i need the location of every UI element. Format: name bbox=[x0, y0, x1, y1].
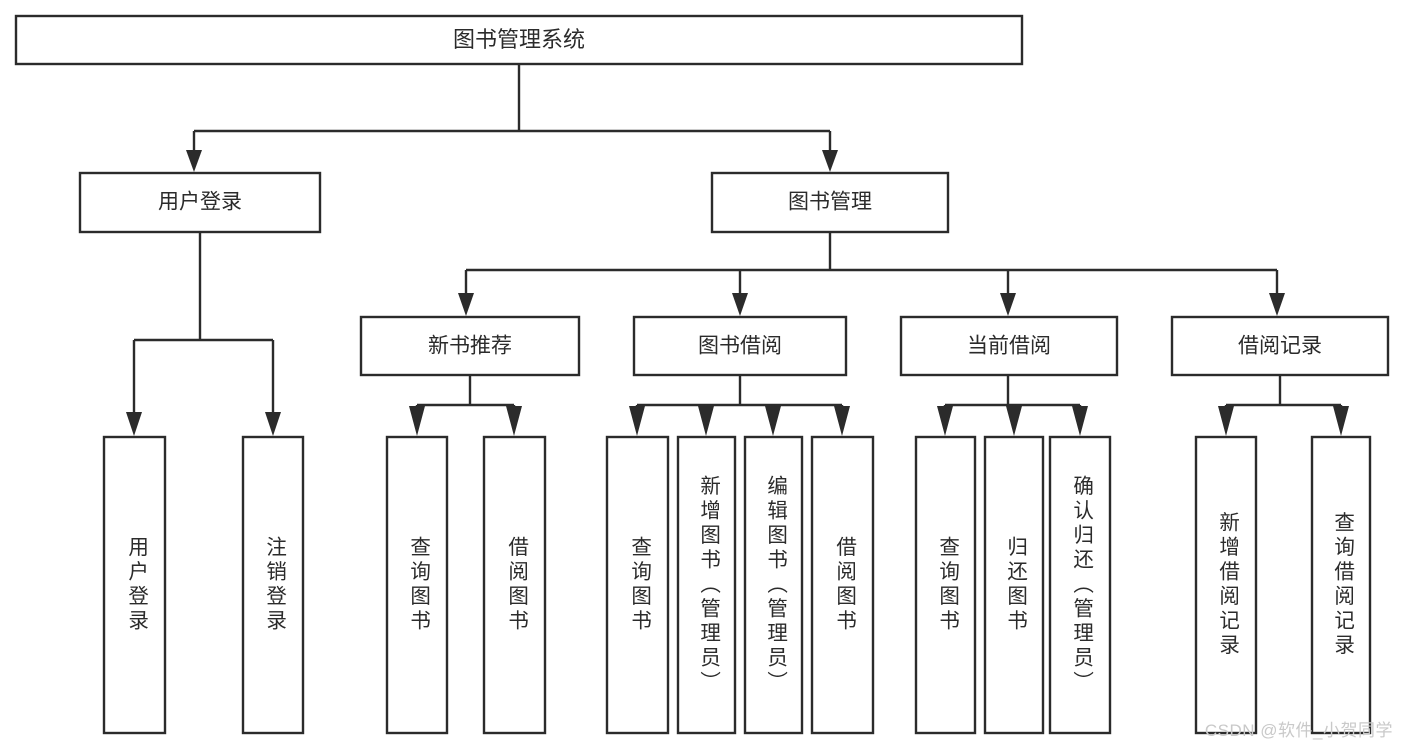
node-book-manage-label: 图书管理 bbox=[788, 191, 872, 214]
node-root-label: 图书管理系统 bbox=[453, 27, 585, 52]
arrow-head-leaf-query-book-3 bbox=[937, 406, 953, 436]
node-leaf-add-book[interactable]: 新增图书（管理员） bbox=[676, 435, 737, 735]
arrow-head-leaf-confirm-return bbox=[1072, 406, 1088, 436]
arrow-head-leaf-add-record bbox=[1218, 406, 1234, 436]
arrow-head-leaf-add-book bbox=[698, 406, 714, 436]
node-leaf-edit-book-label: 编辑图书（管理员） bbox=[764, 475, 788, 696]
node-leaf-query-book-3-label: 查询图书 bbox=[936, 536, 960, 634]
node-leaf-confirm-return-label: 确认归还（管理员） bbox=[1070, 475, 1094, 696]
node-leaf-user-login-box[interactable] bbox=[102, 435, 167, 735]
node-book-borrow-label: 图书借阅 bbox=[698, 335, 782, 358]
arrow-head-leaf-query-book-1 bbox=[409, 406, 425, 436]
connector-lines bbox=[126, 64, 1349, 436]
node-leaf-edit-book[interactable]: 编辑图书（管理员） bbox=[743, 435, 804, 735]
csdn-watermark: CSDN @软件_小贺同学 bbox=[1204, 721, 1393, 740]
node-leaf-query-book-1-box[interactable] bbox=[385, 435, 449, 735]
node-leaf-confirm-return-box[interactable] bbox=[1048, 435, 1112, 735]
node-leaf-return-book-label: 归还图书 bbox=[1004, 536, 1028, 634]
node-root-box[interactable] bbox=[14, 14, 1024, 66]
node-user-login[interactable]: 用户登录 bbox=[78, 171, 322, 234]
node-leaf-query-book-2-box[interactable] bbox=[605, 435, 670, 735]
node-user-login-box[interactable] bbox=[78, 171, 322, 234]
node-leaf-user-login-label: 用户登录 bbox=[125, 536, 149, 634]
arrow-head-leaf-borrow-book-1 bbox=[506, 406, 522, 436]
node-current-borrow-box[interactable] bbox=[899, 315, 1119, 377]
node-leaf-add-record-box[interactable] bbox=[1194, 435, 1258, 735]
node-leaf-add-record-label: 新增借阅记录 bbox=[1216, 512, 1240, 659]
node-leaf-add-book-label: 新增图书（管理员） bbox=[697, 475, 721, 696]
arrow-head-leaf-user-login bbox=[126, 412, 142, 436]
arrow-head-borrow-record bbox=[1269, 293, 1285, 316]
node-leaf-query-book-3-box[interactable] bbox=[914, 435, 977, 735]
node-leaf-return-book[interactable]: 归还图书 bbox=[983, 435, 1045, 735]
node-leaf-query-record[interactable]: 查询借阅记录 bbox=[1310, 435, 1372, 735]
arrow-head-leaf-return-book bbox=[1006, 406, 1022, 436]
node-leaf-user-logout-label: 注销登录 bbox=[263, 536, 287, 634]
node-book-manage-box[interactable] bbox=[710, 171, 950, 234]
node-new-book-recommend-box[interactable] bbox=[359, 315, 581, 377]
arrow-head-leaf-borrow-book-2 bbox=[834, 406, 850, 436]
node-leaf-query-book-2-label: 查询图书 bbox=[628, 536, 652, 634]
node-leaf-borrow-book-1-label: 借阅图书 bbox=[505, 536, 529, 634]
node-current-borrow[interactable]: 当前借阅 bbox=[899, 315, 1119, 377]
arrow-head-new-book-recommend bbox=[458, 293, 474, 316]
node-root-system[interactable]: 图书管理系统 bbox=[14, 14, 1024, 66]
arrow-head-leaf-edit-book bbox=[765, 406, 781, 436]
node-leaf-query-book-1[interactable]: 查询图书 bbox=[385, 435, 449, 735]
node-leaf-borrow-book-2[interactable]: 借阅图书 bbox=[810, 435, 875, 735]
arrow-head-user-login bbox=[186, 150, 202, 172]
node-book-borrow[interactable]: 图书借阅 bbox=[632, 315, 848, 377]
node-leaf-borrow-book-2-box[interactable] bbox=[810, 435, 875, 735]
node-leaf-user-logout[interactable]: 注销登录 bbox=[241, 435, 305, 735]
node-leaf-confirm-return[interactable]: 确认归还（管理员） bbox=[1048, 435, 1112, 735]
node-leaf-query-book-1-label: 查询图书 bbox=[407, 536, 431, 634]
node-leaf-query-record-box[interactable] bbox=[1310, 435, 1372, 735]
node-book-manage[interactable]: 图书管理 bbox=[710, 171, 950, 234]
node-borrow-record-label: 借阅记录 bbox=[1238, 335, 1322, 358]
node-book-borrow-box[interactable] bbox=[632, 315, 848, 377]
node-leaf-return-book-box[interactable] bbox=[983, 435, 1045, 735]
node-leaf-query-book-3[interactable]: 查询图书 bbox=[914, 435, 977, 735]
node-leaf-user-logout-box[interactable] bbox=[241, 435, 305, 735]
node-user-login-label: 用户登录 bbox=[158, 191, 242, 214]
arrow-head-leaf-user-logout bbox=[265, 412, 281, 436]
node-new-book-recommend[interactable]: 新书推荐 bbox=[359, 315, 581, 377]
node-leaf-user-login[interactable]: 用户登录 bbox=[102, 435, 167, 735]
arrow-head-leaf-query-book-2 bbox=[629, 406, 645, 436]
node-leaf-add-record[interactable]: 新增借阅记录 bbox=[1194, 435, 1258, 735]
node-leaf-borrow-book-2-label: 借阅图书 bbox=[833, 536, 857, 634]
node-current-borrow-label: 当前借阅 bbox=[967, 335, 1051, 358]
node-leaf-edit-book-box[interactable] bbox=[743, 435, 804, 735]
node-leaf-query-book-2[interactable]: 查询图书 bbox=[605, 435, 670, 735]
arrow-head-current-borrow bbox=[1000, 293, 1016, 316]
node-leaf-add-book-box[interactable] bbox=[676, 435, 737, 735]
arrow-head-book-borrow bbox=[732, 293, 748, 316]
node-leaf-borrow-book-1[interactable]: 借阅图书 bbox=[482, 435, 547, 735]
node-leaf-borrow-book-1-box[interactable] bbox=[482, 435, 547, 735]
node-new-book-recommend-label: 新书推荐 bbox=[428, 335, 512, 358]
node-borrow-record-box[interactable] bbox=[1170, 315, 1390, 377]
arrow-head-leaf-query-record bbox=[1333, 406, 1349, 436]
node-leaf-query-record-label: 查询借阅记录 bbox=[1331, 512, 1355, 659]
arrow-head-book-manage bbox=[822, 150, 838, 172]
node-borrow-record[interactable]: 借阅记录 bbox=[1170, 315, 1390, 377]
